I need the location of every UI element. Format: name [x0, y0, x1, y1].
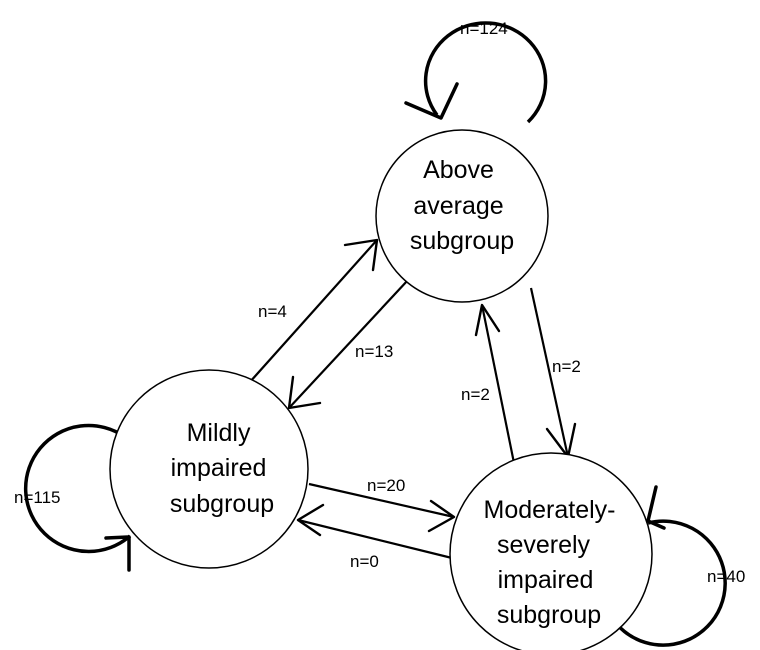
- node-moderately-severely-impaired-line-4: subgroup: [497, 601, 601, 629]
- edge-moderate-to-above: [474, 303, 516, 464]
- edge-mild-to-moderate-arrowhead: [427, 499, 456, 533]
- edge-mild-to-moderate: [308, 482, 456, 533]
- moderate-self-loop: [608, 485, 727, 647]
- label-above-to-mild: n=13: [355, 342, 393, 361]
- edge-moderate-to-above-arrowhead: [474, 303, 501, 337]
- node-moderately-severely-impaired: Moderately- severely impaired subgroup: [449, 452, 653, 650]
- edge-mild-to-above-arrowhead: [343, 238, 379, 272]
- moderate-self-loop-arrowhead: [646, 485, 666, 530]
- edge-above-to-mild: [287, 279, 409, 410]
- mild-self-loop-arrowhead: [104, 535, 131, 572]
- node-mildly-impaired-line-3: subgroup: [170, 490, 274, 518]
- label-moderate-to-mild: n=0: [350, 552, 379, 571]
- node-mildly-impaired-line-2: impaired: [171, 454, 267, 482]
- node-moderately-severely-impaired-line-2: severely: [497, 531, 591, 559]
- node-mildly-impaired-label: Mildly impaired subgroup: [170, 419, 274, 518]
- edge-mild-to-above: [248, 238, 379, 384]
- node-mildly-impaired: Mildly impaired subgroup: [109, 369, 309, 569]
- node-above-average-line-3: subgroup: [410, 227, 514, 255]
- node-above-average-line-1: Above: [423, 156, 494, 184]
- node-moderately-severely-impaired-line-3: impaired: [498, 566, 594, 594]
- edge-above-to-mild-arrowhead: [287, 375, 322, 410]
- node-above-average-line-2: average: [413, 192, 503, 220]
- node-above-average: Above average subgroup: [375, 129, 549, 303]
- label-mild-to-moderate: n=20: [367, 476, 405, 495]
- label-above-self-loop: n=124: [460, 19, 508, 38]
- label-mild-to-above: n=4: [258, 302, 287, 321]
- node-above-average-label: Above average subgroup: [410, 156, 514, 255]
- node-moderately-severely-impaired-line-1: Moderately-: [484, 496, 616, 524]
- label-moderate-self-loop: n=40: [707, 567, 745, 586]
- node-mildly-impaired-line-1: Mildly: [187, 419, 251, 447]
- edge-moderate-to-mild: [296, 503, 453, 560]
- label-above-to-moderate: n=2: [552, 357, 581, 376]
- node-moderately-severely-impaired-label: Moderately- severely impaired subgroup: [484, 496, 623, 629]
- above-self-loop-arrowhead: [404, 82, 459, 120]
- mild-self-loop: [23, 423, 132, 572]
- label-moderate-to-above: n=2: [461, 385, 490, 404]
- edge-moderate-to-mild-arrowhead: [296, 503, 325, 537]
- label-mild-self-loop: n=115: [14, 488, 60, 507]
- above-self-loop: [404, 21, 548, 124]
